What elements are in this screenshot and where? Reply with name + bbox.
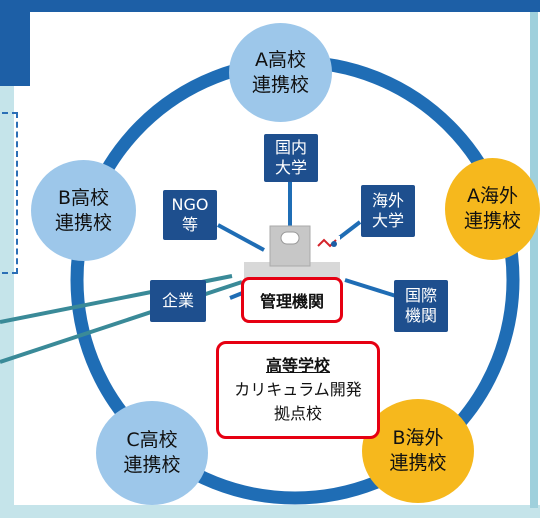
- node-b-overseas-line1: B海外: [392, 427, 444, 449]
- node-b-overseas: B海外 連携校: [362, 399, 474, 503]
- node-b-high-school-line2: 連携校: [54, 211, 112, 234]
- node-b-high-school: B高校 連携校: [31, 160, 136, 261]
- node-a-overseas: A海外 連携校: [445, 158, 540, 260]
- node-a-overseas-line2: 連携校: [463, 210, 521, 232]
- tag-overseas-university-line2: 大学: [371, 211, 404, 230]
- node-a-high-school-line1: A高校: [255, 48, 306, 71]
- tag-domestic-university: 国内 大学: [264, 134, 318, 182]
- node-c-high-school-line1: C高校: [126, 429, 178, 451]
- tag-overseas-university-line1: 海外: [371, 191, 404, 210]
- core-school-line3: 拠点校: [273, 404, 322, 423]
- core-school-line2: カリキュラム開発: [234, 380, 362, 399]
- tag-ngo: NGO 等: [163, 190, 217, 240]
- node-c-high-school: C高校 連携校: [96, 401, 208, 505]
- node-a-high-school-line2: 連携校: [251, 73, 309, 96]
- tag-international-org-line1: 国際: [404, 286, 437, 305]
- tag-overseas-university: 海外 大学: [361, 185, 415, 237]
- right-frame-strip: [530, 12, 538, 508]
- corner-header-box: [0, 12, 30, 86]
- tag-ngo-line1: NGO: [171, 195, 209, 214]
- tag-domestic-university-line2: 大学: [274, 158, 307, 177]
- node-c-high-school-line2: 連携校: [123, 454, 181, 476]
- connector-ngo: [217, 223, 265, 252]
- connector-intl-org: [344, 278, 397, 298]
- core-school-title: 高等学校: [265, 356, 330, 375]
- tag-international-org: 国際 機関: [394, 280, 448, 332]
- tag-company: 企業: [150, 280, 206, 322]
- node-a-high-school: A高校 連携校: [229, 23, 332, 122]
- bottom-background-strip: [0, 505, 540, 518]
- node-a-overseas-line1: A海外: [467, 185, 518, 207]
- core-school-box: 高等学校 カリキュラム開発 拠点校: [216, 341, 380, 439]
- management-org-label: 管理機関: [259, 292, 324, 311]
- tag-international-org-line2: 機関: [404, 306, 437, 325]
- node-b-high-school-line1: B高校: [57, 186, 110, 209]
- management-org-box: 管理機関: [241, 277, 343, 323]
- left-background-strip: [0, 0, 14, 518]
- tag-company-line1: 企業: [161, 291, 194, 310]
- tag-ngo-line2: 等: [181, 215, 198, 234]
- top-header-bar: [0, 0, 540, 12]
- tag-domestic-university-line1: 国内: [274, 138, 307, 157]
- side-dashed-panel: [2, 112, 18, 274]
- node-b-overseas-line2: 連携校: [389, 452, 447, 474]
